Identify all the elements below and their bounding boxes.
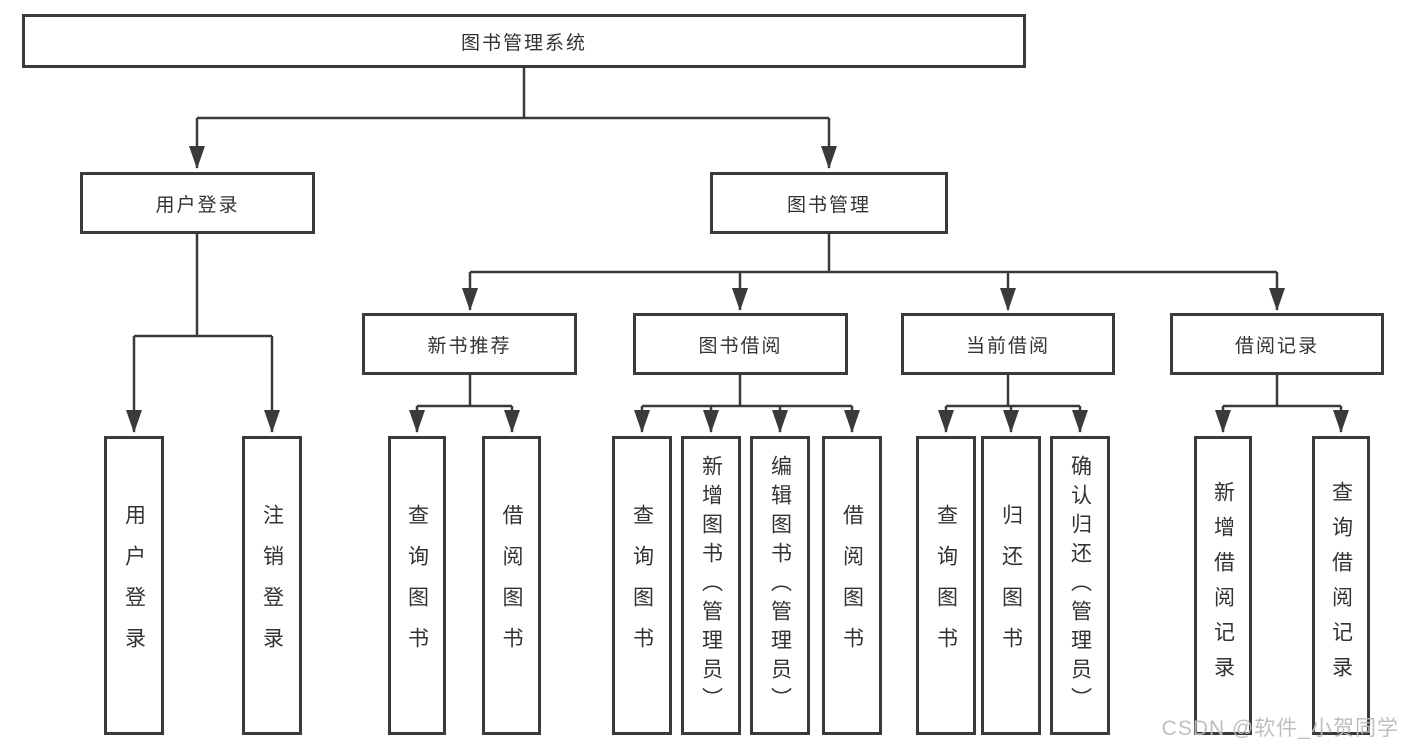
leaf-label: 查询图书 [934, 503, 958, 668]
leaf-return-books: 归还图书 [981, 436, 1041, 735]
leaf-add-books-admin: 新增图书（管理员） [681, 436, 741, 735]
leaf-label: 新增借阅记录 [1211, 480, 1235, 691]
leaf-label: 借阅图书 [500, 503, 523, 668]
node-user-login: 用户登录 [80, 172, 315, 234]
node-label: 借阅记录 [1234, 335, 1319, 357]
leaf-add-borrow-record: 新增借阅记录 [1194, 436, 1252, 735]
leaf-confirm-return-admin: 确认归还（管理员） [1050, 436, 1110, 735]
leaf-query-books-borrowing: 查询图书 [612, 436, 672, 735]
leaf-label: 用户登录 [122, 503, 146, 668]
node-label: 新书推荐 [427, 335, 512, 357]
node-library-management-system: 图书管理系统 [22, 14, 1026, 68]
leaf-user-login: 用户登录 [104, 436, 164, 735]
node-label: 用户登录 [155, 194, 240, 216]
leaf-label: 借阅图书 [840, 503, 864, 668]
leaf-label: 查询图书 [630, 503, 654, 668]
leaf-logout: 注销登录 [242, 436, 302, 735]
node-current-borrowing: 当前借阅 [901, 313, 1115, 375]
node-label: 当前借阅 [965, 335, 1050, 357]
node-book-management: 图书管理 [710, 172, 948, 234]
leaf-query-borrow-record: 查询借阅记录 [1312, 436, 1370, 735]
leaf-label: 编辑图书（管理员） [768, 455, 792, 716]
node-label: 图书管理 [786, 194, 871, 216]
leaf-label: 注销登录 [260, 503, 284, 668]
leaf-label: 查询借阅记录 [1329, 480, 1353, 691]
leaf-label: 归还图书 [999, 503, 1023, 668]
csdn-watermark: CSDN @软件_小贺同学 [1161, 717, 1399, 740]
leaf-query-books-recommend: 查询图书 [388, 436, 446, 735]
leaf-label: 查询图书 [405, 503, 429, 668]
leaf-borrow-books: 借阅图书 [822, 436, 882, 735]
leaf-query-books-current: 查询图书 [916, 436, 976, 735]
node-book-borrowing: 图书借阅 [633, 313, 848, 375]
node-new-book-recommend: 新书推荐 [362, 313, 577, 375]
leaf-label: 新增图书（管理员） [699, 455, 723, 716]
node-label: 图书管理系统 [460, 32, 587, 54]
leaf-label: 确认归还（管理员） [1068, 455, 1092, 716]
node-label: 图书借阅 [698, 335, 783, 357]
leaf-borrow-books-recommend: 借阅图书 [482, 436, 541, 735]
node-borrowing-records: 借阅记录 [1170, 313, 1384, 375]
leaf-edit-books-admin: 编辑图书（管理员） [750, 436, 810, 735]
